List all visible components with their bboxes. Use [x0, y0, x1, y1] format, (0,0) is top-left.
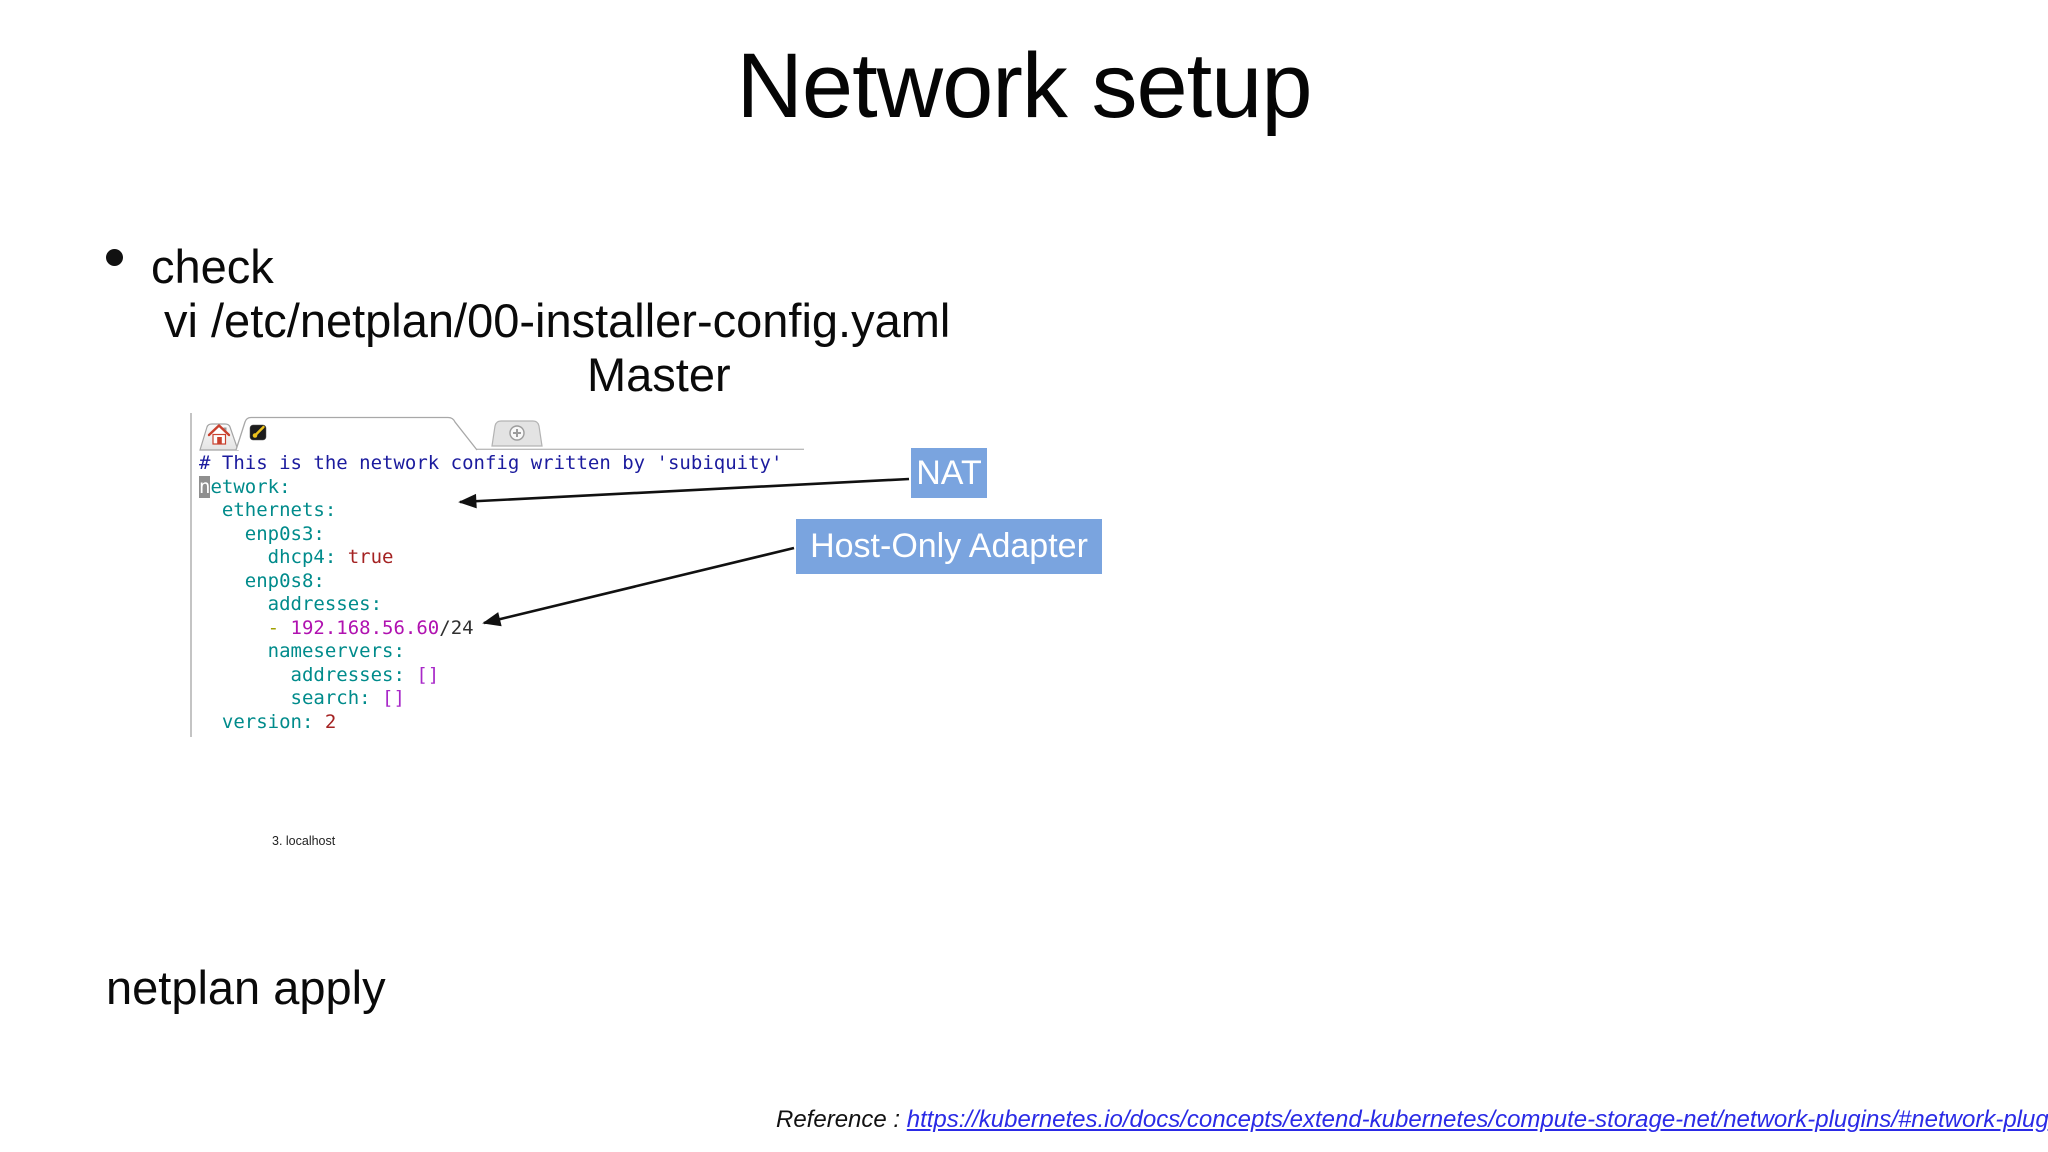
- code-line: # This is the network config written by …: [199, 452, 783, 474]
- tab-session-label: 3. localhost: [272, 834, 336, 848]
- vi-command-text: vi /etc/netplan/00-installer-config.yaml: [164, 294, 951, 347]
- new-tab-button[interactable]: [491, 420, 543, 447]
- bullet-dot: [106, 249, 123, 266]
- code-line: - 192.168.56.60/24: [267, 616, 474, 639]
- reference-link[interactable]: https://kubernetes.io/docs/concepts/exte…: [906, 1106, 2048, 1133]
- code-line: network:: [199, 475, 291, 498]
- plus-icon: [509, 425, 525, 441]
- session-key-icon: [249, 424, 267, 441]
- page-title: Network setup: [736, 35, 1312, 137]
- code-line: search: []: [199, 687, 405, 709]
- code-line: addresses:: [199, 593, 383, 615]
- code-line: nameservers:: [199, 640, 405, 662]
- tab-session[interactable]: [235, 416, 478, 451]
- nat-label: NAT: [911, 448, 987, 498]
- host-only-adapter-label: Host-Only Adapter: [796, 519, 1102, 574]
- code-line: enp0s3:: [199, 522, 325, 545]
- bullet-check-label: check: [151, 240, 274, 293]
- tab-home[interactable]: [199, 423, 239, 451]
- reference-label: Reference :: [776, 1106, 907, 1133]
- netplan-apply-text: netplan apply: [106, 961, 386, 1014]
- code-line: ethernets:: [199, 499, 337, 521]
- reference-line: Reference : https://kubernetes.io/docs/c…: [776, 1106, 2048, 1134]
- code-line: version: 2: [199, 710, 337, 733]
- terminal-window: 3. localhost # This is the network confi…: [190, 413, 804, 848]
- master-label: Master: [587, 348, 731, 401]
- code-line: dhcp4: true: [199, 546, 394, 568]
- home-icon: [207, 424, 231, 445]
- code-line: enp0s8:: [199, 569, 325, 592]
- code-line: addresses: []: [199, 663, 440, 686]
- terminal-tabbar: [199, 416, 804, 451]
- code-area: # This is the network config written by …: [199, 452, 797, 734]
